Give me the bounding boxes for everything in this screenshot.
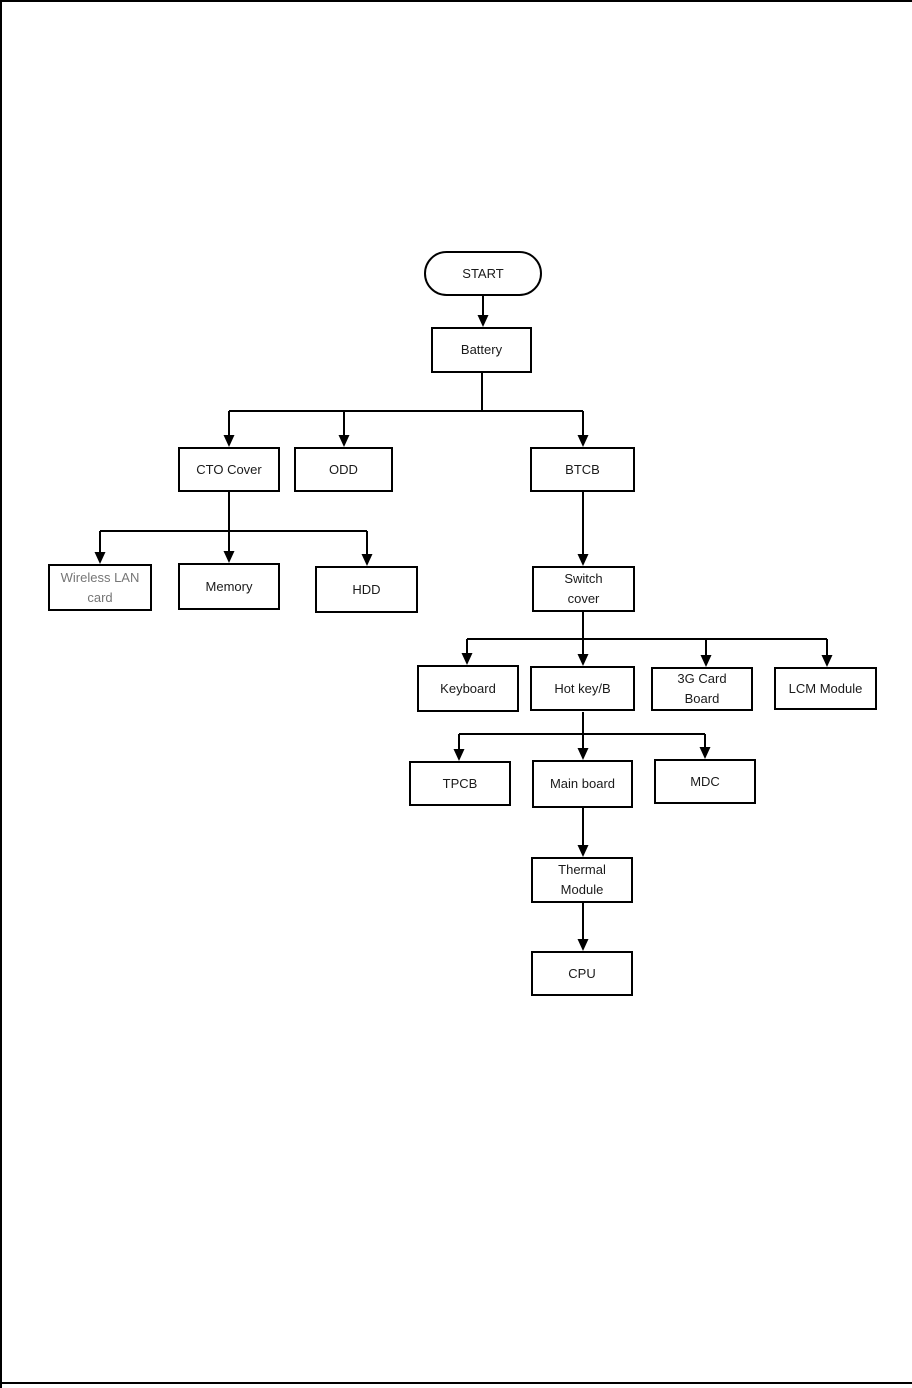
node-keyboard: Keyboard <box>417 665 519 712</box>
node-cpu: CPU <box>531 951 633 996</box>
node-battery: Battery <box>431 327 532 373</box>
edge-switch-cover-branch <box>461 612 833 667</box>
edge-hot-key-branch <box>453 712 711 761</box>
node-tpcb: TPCB <box>409 761 511 806</box>
node-thermal-module: Thermal Module <box>531 857 633 903</box>
node-3g-card-board: 3G Card Board <box>651 667 753 711</box>
node-start: START <box>424 251 542 296</box>
edge-cto-cover-branch <box>94 492 373 566</box>
node-wireless-lan-card: Wireless LAN card <box>48 564 152 611</box>
node-hot-key-b: Hot key/B <box>530 666 635 711</box>
node-btcb: BTCB <box>530 447 635 492</box>
node-cto-cover: CTO Cover <box>178 447 280 492</box>
node-memory: Memory <box>178 563 280 610</box>
node-lcm-module: LCM Module <box>774 667 877 710</box>
edge-start-battery <box>477 296 489 327</box>
page-left-border <box>0 0 2 1388</box>
edge-thermal-module-cpu <box>577 903 589 951</box>
edge-main-board-thermal-module <box>577 808 589 857</box>
edge-btcb-switch-cover <box>577 492 589 566</box>
node-hdd: HDD <box>315 566 418 613</box>
edge-battery-branch <box>223 373 589 447</box>
node-odd: ODD <box>294 447 393 492</box>
page-top-border <box>0 0 912 2</box>
node-switch-cover: Switch cover <box>532 566 635 612</box>
page-bottom-rule <box>0 1382 912 1384</box>
node-mdc: MDC <box>654 759 756 804</box>
node-main-board: Main board <box>532 760 633 808</box>
